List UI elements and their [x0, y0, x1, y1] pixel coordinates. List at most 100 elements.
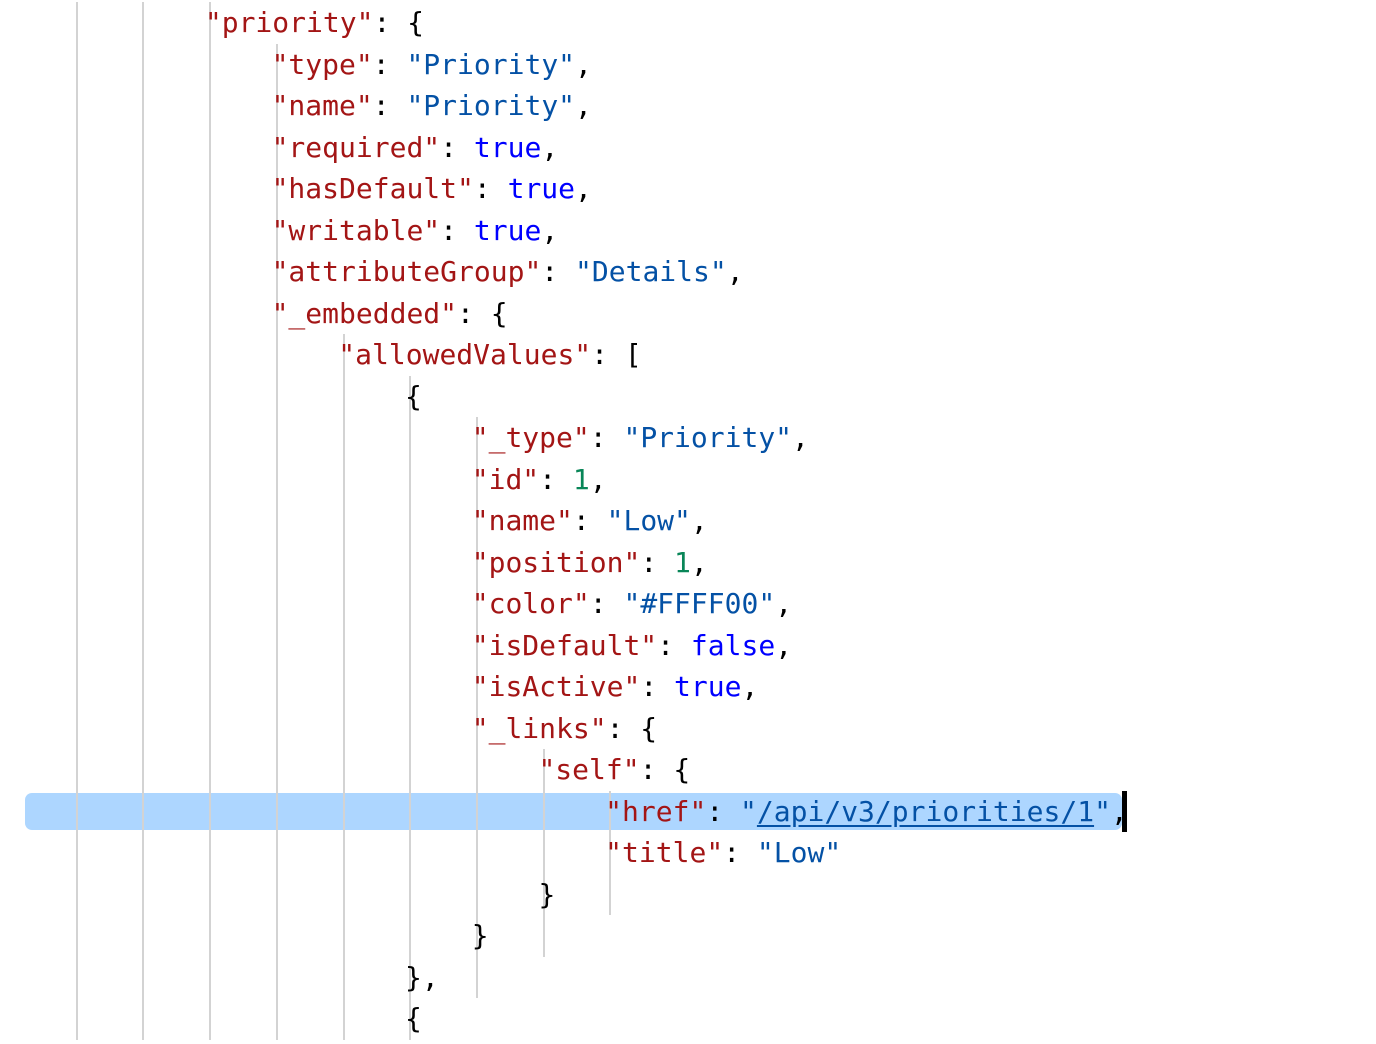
token-key: "attributeGroup" [271, 255, 542, 288]
token-key: "position" [471, 545, 641, 579]
token-key: "isActive" [471, 670, 641, 703]
code-line[interactable]: "isDefault": false, [472, 625, 792, 667]
token-punc: , [775, 628, 793, 662]
token-key: "color" [471, 587, 590, 620]
token-str: "Details" [575, 255, 727, 288]
token-key: "priority" [204, 6, 374, 39]
token-punc: : [640, 545, 675, 579]
code-line[interactable]: "self": { [538, 749, 690, 791]
token-bool: false [690, 628, 776, 662]
token-str: "Low" [606, 504, 691, 537]
token-punc: }, [405, 960, 439, 994]
token-punc: : [572, 504, 607, 537]
code-line[interactable]: { [405, 376, 422, 418]
token-key: "writable" [271, 213, 441, 247]
code-line[interactable]: "isActive": true, [472, 666, 759, 708]
code-line[interactable]: "color": "#FFFF00", [472, 583, 792, 625]
token-num: 1 [572, 462, 590, 496]
token-bool: true [507, 172, 576, 205]
token-str: "Low" [756, 836, 842, 869]
token-punc: , [690, 504, 708, 537]
token-punc: : [589, 587, 624, 620]
token-key: "id" [471, 462, 540, 496]
token-punc: : [539, 462, 573, 496]
token-punc: : { [606, 711, 658, 745]
token-punc: : [372, 89, 407, 122]
code-line[interactable]: "_embedded": { [272, 293, 508, 335]
token-bool: true [674, 670, 742, 703]
token-punc: { [405, 379, 422, 413]
token-punc: , [792, 421, 809, 454]
token-punc: , [589, 462, 607, 496]
token-key: "type" [271, 47, 373, 81]
token-str: "#FFFF00" [623, 587, 776, 620]
token-punc: : { [457, 296, 508, 330]
token-link[interactable]: /api/v3/priorities/1 [756, 794, 1095, 828]
token-key: "hasDefault" [271, 172, 474, 205]
token-punc: : [541, 255, 576, 288]
code-line[interactable]: "type": "Priority", [272, 44, 592, 86]
token-punc: , [541, 213, 559, 247]
token-punc: : [372, 47, 407, 81]
token-bool: true [473, 213, 542, 247]
token-punc: : [723, 836, 757, 869]
code-line[interactable]: "required": true, [272, 127, 559, 169]
token-punc: : [589, 421, 624, 454]
token-str: "Priority" [623, 421, 793, 454]
code-line[interactable]: "href": "/api/v3/priorities/1", [605, 791, 1128, 833]
code-line[interactable]: } [472, 915, 489, 957]
token-punc: , [690, 545, 708, 579]
token-punc: : { [639, 753, 691, 786]
code-line[interactable]: "_type": "Priority", [472, 417, 809, 459]
token-str: "Priority" [406, 47, 576, 81]
token-key: "allowedValues" [338, 338, 592, 371]
token-punc: } [471, 919, 489, 952]
code-line[interactable]: }, [405, 957, 439, 999]
code-line[interactable]: } [538, 874, 555, 916]
token-punc: , [1110, 794, 1128, 828]
token-key: "title" [605, 836, 724, 869]
token-key: "name" [471, 504, 573, 537]
token-key: "self" [538, 753, 640, 786]
token-punc: , [575, 172, 592, 205]
token-punc: , [726, 255, 744, 288]
code-line[interactable]: { [405, 998, 422, 1040]
token-str: " [1094, 794, 1111, 828]
code-line[interactable]: "position": 1, [472, 542, 708, 584]
token-punc: { [405, 1002, 422, 1035]
token-punc: , [775, 587, 793, 620]
token-punc: : { [373, 6, 425, 39]
code-line[interactable]: "writable": true, [272, 210, 559, 252]
token-punc: : [440, 213, 474, 247]
token-bool: true [473, 130, 542, 164]
token-key: "required" [271, 130, 441, 164]
code-line[interactable]: "hasDefault": true, [272, 168, 592, 210]
token-key: "name" [271, 89, 373, 122]
code-line[interactable]: "allowedValues": [ [338, 334, 641, 376]
token-key: "_type" [471, 421, 590, 454]
code-line[interactable]: "id": 1, [472, 459, 607, 501]
token-punc: : [640, 670, 675, 703]
token-punc: : [706, 794, 741, 828]
code-line[interactable]: "title": "Low" [605, 832, 841, 874]
token-punc: } [538, 877, 556, 911]
token-punc: , [575, 47, 592, 81]
token-str: "Priority" [406, 89, 576, 122]
token-key: "_links" [471, 711, 607, 745]
token-punc: , [741, 670, 759, 703]
code-line[interactable]: "_links": { [472, 708, 657, 750]
code-line[interactable]: "attributeGroup": "Details", [272, 251, 744, 293]
token-key: "href" [605, 794, 707, 828]
token-punc: , [541, 130, 559, 164]
token-num: 1 [674, 545, 691, 579]
token-punc: : [657, 628, 691, 662]
token-key: "isDefault" [471, 628, 658, 662]
token-punc: , [575, 89, 592, 122]
token-key: "_embedded" [271, 296, 458, 330]
token-punc: : [ [591, 338, 642, 371]
code-line[interactable]: "name": "Priority", [272, 85, 592, 127]
code-line[interactable]: "priority": { [205, 2, 424, 44]
code-line[interactable]: "name": "Low", [472, 500, 708, 542]
